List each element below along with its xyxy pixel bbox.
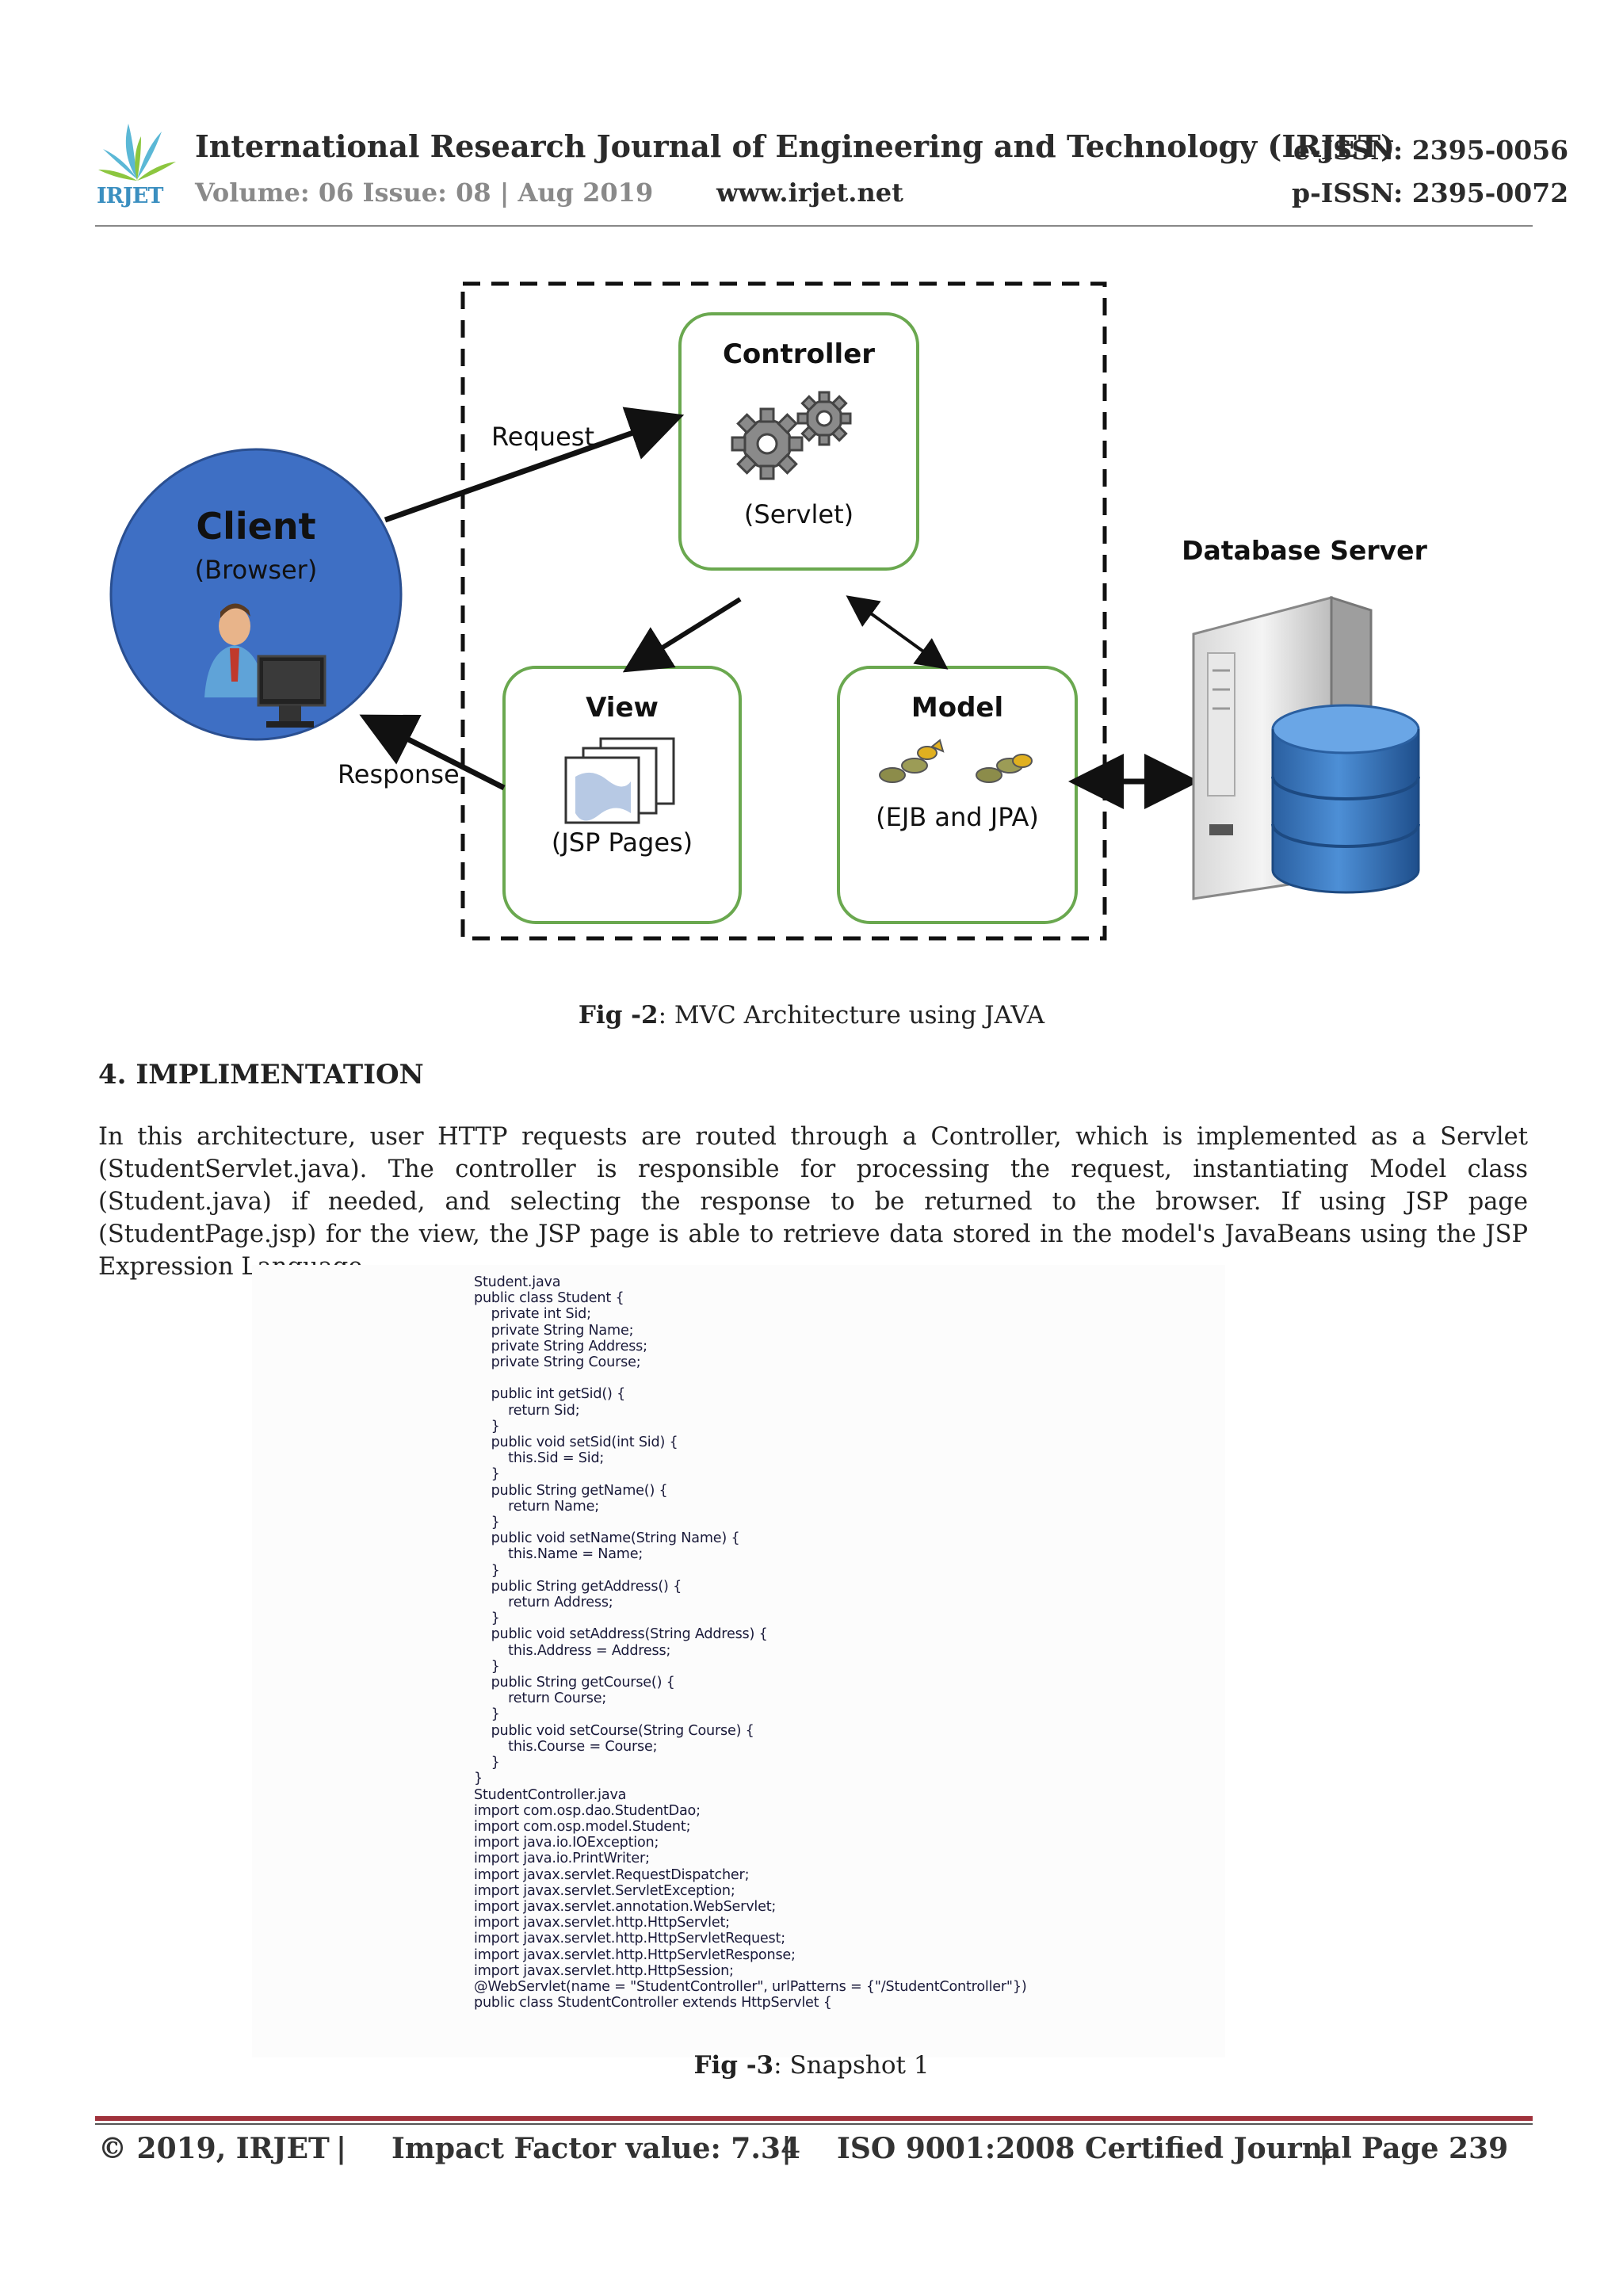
database-server-title: Database Server <box>1182 535 1427 566</box>
view-title: View <box>586 692 659 724</box>
journal-website: www.irjet.net <box>716 178 903 208</box>
e-issn: e-ISSN: 2395-0056 <box>1293 135 1569 166</box>
request-arrow <box>384 407 685 523</box>
figure-3-text: : Snapshot 1 <box>773 2051 930 2080</box>
controller-model-arrow <box>846 595 949 670</box>
footer-separator-3: | <box>1319 2132 1330 2165</box>
figure-3-label: Fig -3 <box>693 2051 774 2080</box>
header-divider <box>95 225 1533 227</box>
footer-separator-1: | <box>336 2132 347 2165</box>
body-paragraph: In this architecture, user HTTP requests… <box>98 1123 1528 1281</box>
controller-title: Controller <box>723 338 875 370</box>
response-label: Response <box>338 759 460 789</box>
footer-rule-thin <box>95 2123 1533 2125</box>
mvc-diagram: Client (Browser) Controller <box>109 281 1428 941</box>
figure-2-label: Fig -2 <box>578 1001 659 1030</box>
footer-separator-2: | <box>781 2132 792 2165</box>
figure-2-caption: Fig -2: MVC Architecture using JAVA <box>0 1001 1623 1030</box>
section-heading: 4. IMPLIMENTATION <box>98 1059 424 1091</box>
client-subtitle: (Browser) <box>195 555 318 585</box>
beans-icon <box>879 739 1033 783</box>
user-computer-icon <box>204 603 327 728</box>
model-subtitle: (EJB and JPA) <box>876 802 1039 832</box>
footer-iso: ISO 9001:2008 Certified Journal <box>837 2132 1352 2165</box>
mvc-container <box>460 281 1107 941</box>
pages-icon <box>564 737 675 824</box>
gears-icon <box>731 391 852 480</box>
journal-logo: IRJET <box>94 117 181 211</box>
code-snapshot: Student.java public class Student { priv… <box>474 1274 1027 2011</box>
client-title: Client <box>196 505 315 548</box>
controller-to-view-arrow <box>622 597 742 673</box>
response-arrow <box>359 714 506 791</box>
request-label: Request <box>491 422 594 452</box>
database-server-icon <box>1192 595 1420 900</box>
footer-copyright: © 2019, IRJET <box>98 2132 330 2165</box>
footer-page-number: Page 239 <box>1361 2132 1509 2165</box>
p-issn: p-ISSN: 2395-0072 <box>1292 178 1569 208</box>
journal-title: International Research Journal of Engine… <box>195 128 1395 164</box>
figure-3-caption: Fig -3: Snapshot 1 <box>0 2051 1623 2080</box>
volume-issue: Volume: 06 Issue: 08 | Aug 2019 <box>195 178 654 208</box>
logo-text: IRJET <box>97 184 164 208</box>
client-circle <box>109 448 403 741</box>
model-title: Model <box>911 692 1003 724</box>
figure-2-text: : MVC Architecture using JAVA <box>658 1001 1045 1030</box>
code-snapshot-background <box>252 1265 1225 2057</box>
view-subtitle: (JSP Pages) <box>552 827 693 858</box>
controller-subtitle: (Servlet) <box>744 499 854 529</box>
footer-impact-factor: Impact Factor value: 7.34 <box>391 2132 800 2165</box>
footer-rule-thick <box>95 2116 1533 2121</box>
